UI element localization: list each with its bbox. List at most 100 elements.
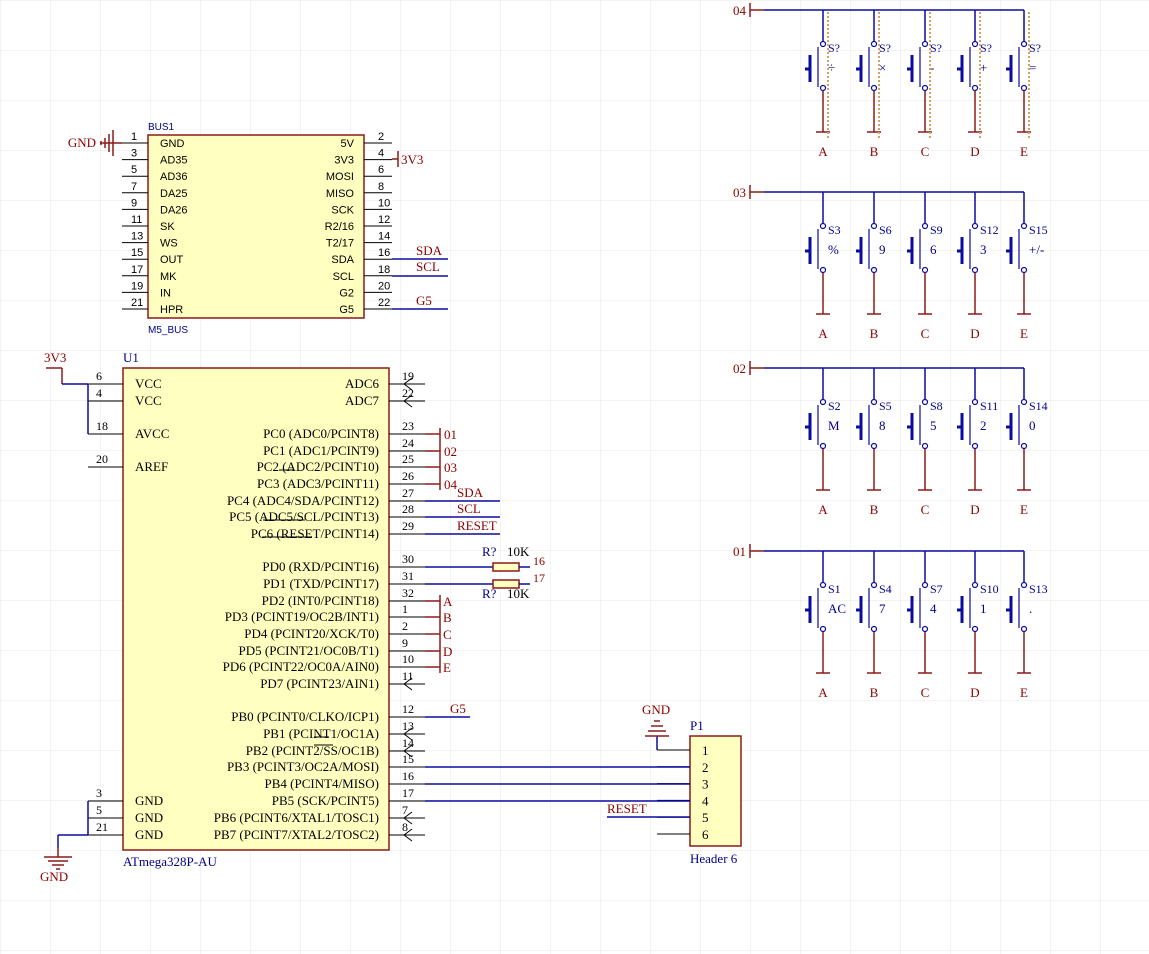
row-net-label: 03 bbox=[733, 185, 746, 200]
mcu-net-label: B bbox=[443, 610, 452, 625]
mcu-pin-name: PB6 (PCINT6/XTAL1/TOSC1) bbox=[214, 810, 379, 825]
column-net-label: C bbox=[921, 502, 930, 517]
mcu-pin-number: 31 bbox=[402, 569, 414, 583]
switch-contact bbox=[1020, 266, 1028, 274]
mcu-3v3-label: 3V3 bbox=[44, 350, 66, 365]
mcu-net-label: RESET bbox=[457, 518, 497, 533]
mcu-pin-name: AVCC bbox=[135, 426, 169, 441]
bus-pin-number: 21 bbox=[131, 297, 143, 309]
switch-key-label: 8 bbox=[879, 418, 886, 433]
mcu-pin-name: ADC7 bbox=[345, 393, 379, 408]
mcu-pin-number: 21 bbox=[96, 820, 108, 834]
mcu-net-label: E bbox=[443, 660, 451, 675]
switch-contact bbox=[819, 581, 827, 589]
mcu-pin-name: PD3 (PCINT19/OC2B/INT1) bbox=[225, 609, 379, 624]
mcu-pin-number: 7 bbox=[402, 803, 408, 817]
bus-pin-name: WS bbox=[160, 238, 178, 250]
bus-pin-number: 16 bbox=[378, 247, 390, 259]
mcu-pin-name: PD1 (TXD/PCINT17) bbox=[263, 576, 379, 591]
mcu-comment: ATmega328P-AU bbox=[123, 854, 217, 869]
resistor-designator: R? bbox=[482, 586, 497, 601]
mcu-pin-number: 20 bbox=[96, 452, 108, 466]
switch-contact bbox=[870, 266, 878, 274]
switch-designator: S5 bbox=[879, 399, 892, 413]
switch-contact bbox=[971, 442, 979, 450]
no-connect-mark bbox=[403, 744, 413, 752]
no-connect-mark bbox=[403, 811, 413, 819]
resistor-value: 10K bbox=[507, 544, 530, 559]
header-gnd-label: GND bbox=[642, 702, 670, 717]
switch-key-label: + bbox=[980, 60, 987, 75]
switch-contact bbox=[921, 398, 929, 406]
mcu-net-label: SDA bbox=[457, 485, 484, 500]
row-net-label: 01 bbox=[733, 544, 746, 559]
switch-designator: S7 bbox=[930, 582, 943, 596]
switch-contact bbox=[1020, 625, 1028, 633]
switch-key-label: +/- bbox=[1029, 242, 1044, 257]
mcu-pin-number: 23 bbox=[402, 419, 414, 433]
mcu-net-label: 04 bbox=[444, 477, 458, 492]
mcu-pin-name: GND bbox=[135, 827, 163, 842]
mcu-g5-label: G5 bbox=[450, 701, 466, 716]
no-connect-mark bbox=[403, 834, 413, 842]
mcu-pin-name: AREF bbox=[135, 459, 168, 474]
mcu-pin-name: PD5 (PCINT21/OC0B/T1) bbox=[239, 643, 379, 658]
no-connect-mark bbox=[403, 677, 413, 685]
bus-designator: BUS1 bbox=[148, 122, 175, 133]
switch-contact bbox=[870, 398, 878, 406]
bus-pin-name: AD35 bbox=[160, 155, 188, 167]
bus-gnd-label: GND bbox=[68, 135, 96, 150]
bus-pin-name: AD36 bbox=[160, 171, 188, 183]
mcu-pin-number: 18 bbox=[96, 419, 108, 433]
switch-key-label: 9 bbox=[879, 242, 886, 257]
switch-contact bbox=[819, 40, 827, 48]
switch-contact bbox=[971, 398, 979, 406]
no-connect-mark bbox=[403, 394, 413, 402]
mcu-pin-number: 24 bbox=[402, 436, 414, 450]
switch-contact bbox=[1020, 398, 1028, 406]
header-pin-number: 4 bbox=[702, 793, 709, 808]
no-connect-mark bbox=[403, 828, 413, 836]
bus-pin-number: 18 bbox=[378, 264, 390, 276]
switch-key-label: 1 bbox=[980, 601, 987, 616]
column-net-label: E bbox=[1020, 326, 1028, 341]
switch-designator: S1 bbox=[828, 582, 841, 596]
column-net-label: B bbox=[870, 144, 879, 159]
bus-pin-number: 1 bbox=[131, 131, 137, 143]
mcu-pin-number: 30 bbox=[402, 552, 414, 566]
mcu-pin-name: PC5 (ADC5/SCL/PCINT13) bbox=[229, 509, 379, 524]
column-net-label: B bbox=[870, 685, 879, 700]
mcu-pin-number: 15 bbox=[402, 752, 414, 766]
mcu-pin-name: PB4 (PCINT4/MISO) bbox=[265, 776, 380, 791]
switch-key-label: AC bbox=[828, 601, 846, 616]
mcu-pin-name: PC1 (ADC1/PCINT9) bbox=[263, 443, 379, 458]
bus-pin-number: 3 bbox=[131, 148, 137, 160]
switch-contact bbox=[921, 222, 929, 230]
bus-pin-name: GND bbox=[160, 138, 185, 150]
header-pin-number: 3 bbox=[702, 777, 709, 792]
mcu-pin-number: 16 bbox=[402, 769, 414, 783]
bus-3v3-label: 3V3 bbox=[401, 152, 423, 167]
mcu-pin-number: 25 bbox=[402, 452, 414, 466]
column-net-label: C bbox=[921, 685, 930, 700]
mcu-pin-name: PC3 (ADC3/PCINT11) bbox=[257, 476, 379, 491]
header-pin-number: 2 bbox=[702, 760, 709, 775]
bus-pin-name: G2 bbox=[339, 287, 354, 299]
header-body bbox=[689, 735, 742, 847]
resistor-value: 10K bbox=[507, 586, 530, 601]
row-net-label: 02 bbox=[733, 361, 746, 376]
column-net-label: A bbox=[818, 685, 828, 700]
bus-pin-number: 11 bbox=[131, 214, 142, 226]
bus-pin-name: R2/16 bbox=[325, 221, 354, 233]
switch-contact bbox=[971, 40, 979, 48]
switch-contact bbox=[819, 222, 827, 230]
column-net-label: E bbox=[1020, 685, 1028, 700]
switch-designator: S6 bbox=[879, 223, 892, 237]
mcu-body bbox=[122, 367, 390, 851]
mcu-pin-number: 6 bbox=[96, 369, 102, 383]
bus-pin-number: 15 bbox=[131, 247, 143, 259]
no-connect-mark bbox=[403, 683, 413, 691]
bus-pin-name: IN bbox=[160, 287, 171, 299]
header-pin-number: 6 bbox=[702, 827, 709, 842]
